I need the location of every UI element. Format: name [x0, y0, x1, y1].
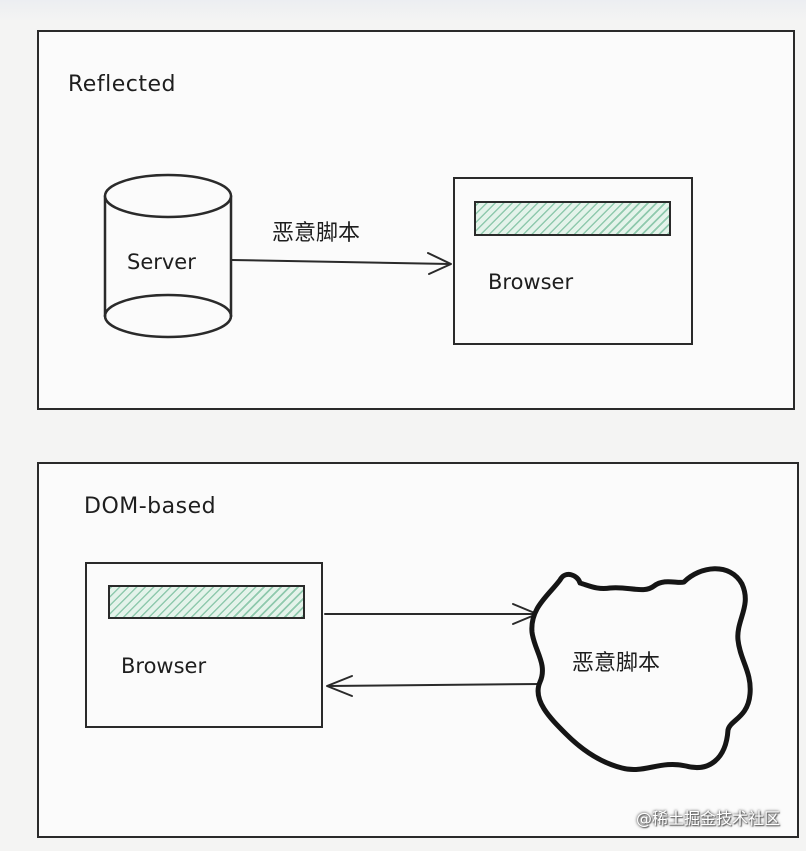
dom-based-panel-title: DOM-based: [84, 494, 217, 519]
reflected-browser-address-bar: [474, 201, 671, 236]
malicious-script-arrow-label: 恶意脚本: [272, 221, 361, 246]
top-edge-strip: [0, 0, 806, 22]
reflected-panel-title: Reflected: [68, 72, 176, 97]
source-watermark: @稀土掘金技术社区: [635, 809, 780, 828]
malicious-script-cloud-label: 恶意脚本: [572, 651, 661, 676]
reflected-browser-label: Browser: [488, 270, 574, 294]
dom-browser-address-bar: [108, 585, 305, 619]
server-label: Server: [127, 250, 196, 274]
dom-browser-label: Browser: [121, 654, 207, 678]
